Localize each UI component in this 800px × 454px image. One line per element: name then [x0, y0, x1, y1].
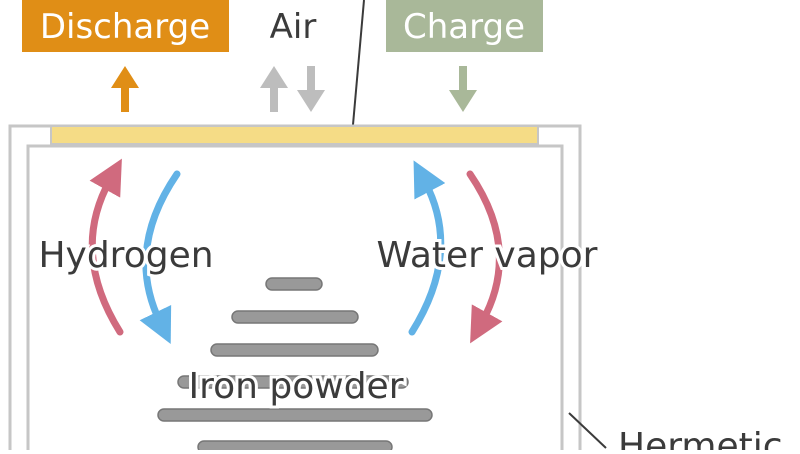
- charge-label-bg: [386, 0, 543, 52]
- iron-layer: [231, 310, 359, 324]
- iron-layer: [265, 277, 323, 291]
- discharge-label: Discharge: [40, 7, 210, 47]
- membrane-leader-line: [351, 0, 365, 137]
- hermetic-label: Hermetic: [618, 426, 783, 450]
- air-exchange-arrows-icon: [260, 66, 325, 112]
- charge-arrow-icon: [449, 66, 477, 112]
- iron-powder-label: Iron powder: [188, 366, 403, 407]
- iron-powder-stack: [157, 277, 433, 454]
- water-down-arrow-left: [139, 170, 181, 345]
- iron-layer: [197, 440, 393, 454]
- charge-label: Charge: [403, 7, 525, 47]
- inner-container: [26, 144, 564, 450]
- hydrogen-up-arrow: [88, 158, 124, 336]
- iron-layer: [210, 343, 379, 357]
- air-electrode-membrane: [50, 125, 539, 145]
- discharge-label-bg: [22, 0, 229, 52]
- hydrogen-label: Hydrogen: [38, 235, 213, 276]
- iron-layer: [157, 408, 433, 422]
- iron-layer: [177, 375, 409, 389]
- air-label: Air: [270, 7, 317, 47]
- water-vapor-label: Water vapor: [377, 235, 598, 276]
- discharge-arrow-icon: [111, 66, 139, 112]
- hermetic-leader-line: [568, 412, 607, 449]
- hydrogen-down-arrow-right: [466, 170, 503, 344]
- water-vapor-up-arrow: [408, 160, 446, 336]
